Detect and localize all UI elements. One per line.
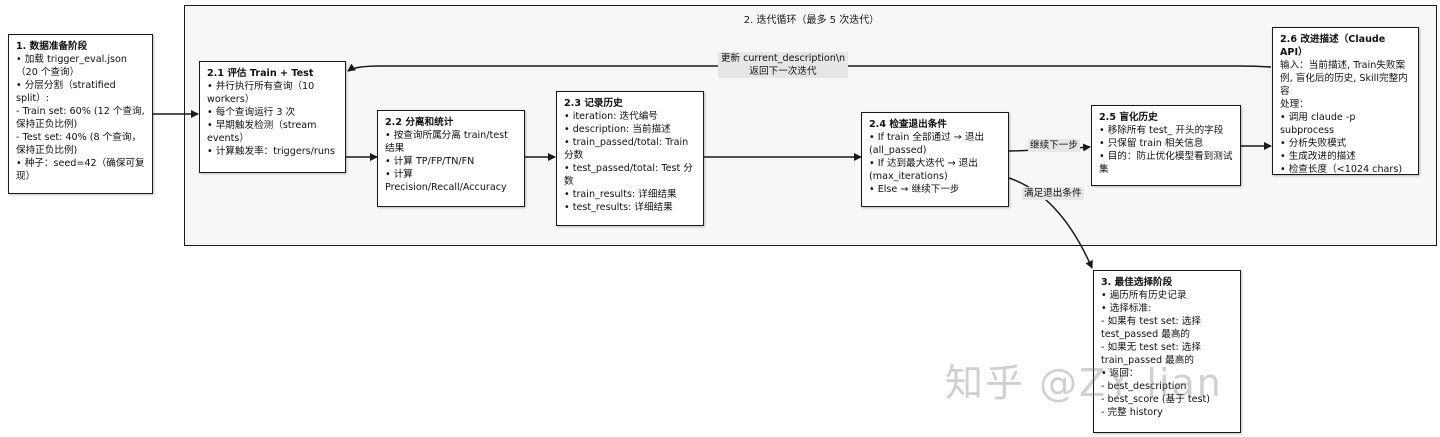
node-line: • 并行执行所有查询（10 workers） [207, 81, 315, 105]
node-line: - 如果有 test set: 选择 test_passed 最高的 [1101, 316, 1201, 340]
edge-label-feedback: 更新 current_description\n 返回下一次迭代 [718, 52, 848, 78]
node-record-history: 2.3 记录历史 • iteration: 迭代编号 • description: … [556, 91, 704, 226]
node-split-stats: 2.2 分离和统计 • 按查询所属分离 train/test 结果 • 计算 TP/… [377, 110, 525, 207]
edge-label-feedback-line2: 返回下一次迭代 [749, 66, 817, 77]
edge-label-continue: 继续下一步 [1028, 139, 1080, 152]
node-line: • 返回： [1101, 368, 1139, 379]
node-title: 2.5 盲化历史 [1099, 112, 1158, 123]
node-title: 1. 数据准备阶段 [16, 41, 88, 52]
node-line: • 只保留 train 相关信息 [1099, 138, 1204, 149]
node-line: - best_description [1101, 381, 1187, 392]
node-line: - 完整 history [1101, 407, 1163, 418]
node-line: • If 达到最大迭代 → 退出 (max_iterations) [869, 158, 978, 182]
node-blind-history: 2.5 盲化历史 • 移除所有 test_ 开头的字段 • 只保留 train 相关… [1091, 105, 1241, 186]
node-line: • Else → 继续下一步 [869, 184, 960, 195]
node-data-prep: 1. 数据准备阶段• 加载 trigger_eval.json（20 个查询）•… [8, 34, 153, 194]
node-line: • 移除所有 test_ 开头的字段 [1099, 125, 1224, 136]
node-line: • 按查询所属分离 train/test 结果 [385, 130, 508, 154]
node-line: • 遍历所有历史记录 [1101, 290, 1187, 301]
node-line: • 计算触发率：triggers/runs [207, 146, 336, 157]
node-line: • test_passed/total: Test 分数 [564, 163, 693, 187]
node-best-selection: 3. 最佳选择阶段 • 遍历所有历史记录 • 选择标准: - 如果有 test set… [1093, 270, 1241, 433]
node-line: • If train 全部通过 → 退出 (all_passed) [869, 132, 985, 156]
node-line: - best_score (基于 test) [1101, 394, 1211, 405]
node-line: • 目的：防止优化模型看到测试集 [1099, 151, 1233, 175]
node-improve-description: 2.6 改进描述（Claude API）输入：当前描述, Train失败案例, … [1272, 27, 1419, 175]
node-line: - 如果无 test set: 选择 train_passed 最高的 [1101, 342, 1201, 366]
node-line: • 调用 claude -p subprocess [1280, 112, 1356, 136]
node-line: • 种子：seed=42（确保可复现） [16, 158, 145, 182]
edge-24-to-3 [1008, 177, 1093, 269]
node-title: 2.4 检查退出条件 [869, 119, 947, 130]
node-line: • 分析失败模式 [1280, 138, 1347, 149]
node-line: - Train set: 60% (12 个查询, 保持正负比例) [16, 106, 145, 130]
node-line: • 每个查询运行 3 次 [207, 107, 296, 118]
edge-label-feedback-line1: 更新 current_description\n [720, 53, 846, 64]
node-title: 2.3 记录历史 [564, 98, 623, 109]
node-title: 2.2 分离和统计 [385, 117, 454, 128]
iteration-loop-title: 2. 迭代循环（最多 5 次迭代） [743, 15, 880, 26]
node-line: • 计算 TP/FP/TN/FN [385, 156, 475, 167]
node-line: • 加载 trigger_eval.json（20 个查询） [16, 54, 127, 78]
node-line: • test_results: 详细结果 [564, 202, 673, 213]
node-line: • 检查长度（<1024 chars) [1280, 164, 1403, 175]
node-line: 处理： [1280, 99, 1309, 110]
node-line: • 计算 Precision/Recall/Accuracy [385, 169, 507, 193]
node-evaluate: 2.1 评估 Train + Test • 并行执行所有查询（10 workers… [199, 61, 346, 173]
node-line: • 分层分割（stratified split）: [16, 80, 116, 104]
node-line: • 早期触发检测（stream events） [207, 120, 317, 144]
node-line: 输入：当前描述, Train失败案例, 盲化后的历史, Skill完整内容 [1280, 60, 1408, 97]
node-line: • train_passed/total: Train 分数 [564, 137, 689, 161]
watermark: 知乎 @ZY lian [945, 361, 1223, 405]
node-title: 2.1 评估 Train + Test [207, 68, 314, 79]
node-line: • 生成改进的描述 [1280, 151, 1356, 162]
node-check-exit: 2.4 检查退出条件 • If train 全部通过 → 退出 (all_pass… [861, 112, 1009, 207]
node-line: • description: 当前描述 [564, 124, 671, 135]
node-line: - Test set: 40% (8 个查询，保持正负比例) [16, 132, 142, 156]
edge-label-exit: 满足退出条件 [1022, 187, 1084, 200]
node-line: • iteration: 迭代编号 [564, 111, 658, 122]
node-line: • 选择标准: [1101, 303, 1152, 314]
node-title: 2.6 改进描述（Claude API） [1280, 34, 1386, 58]
node-line: • train_results: 详细结果 [564, 189, 677, 200]
node-title: 3. 最佳选择阶段 [1101, 277, 1173, 288]
